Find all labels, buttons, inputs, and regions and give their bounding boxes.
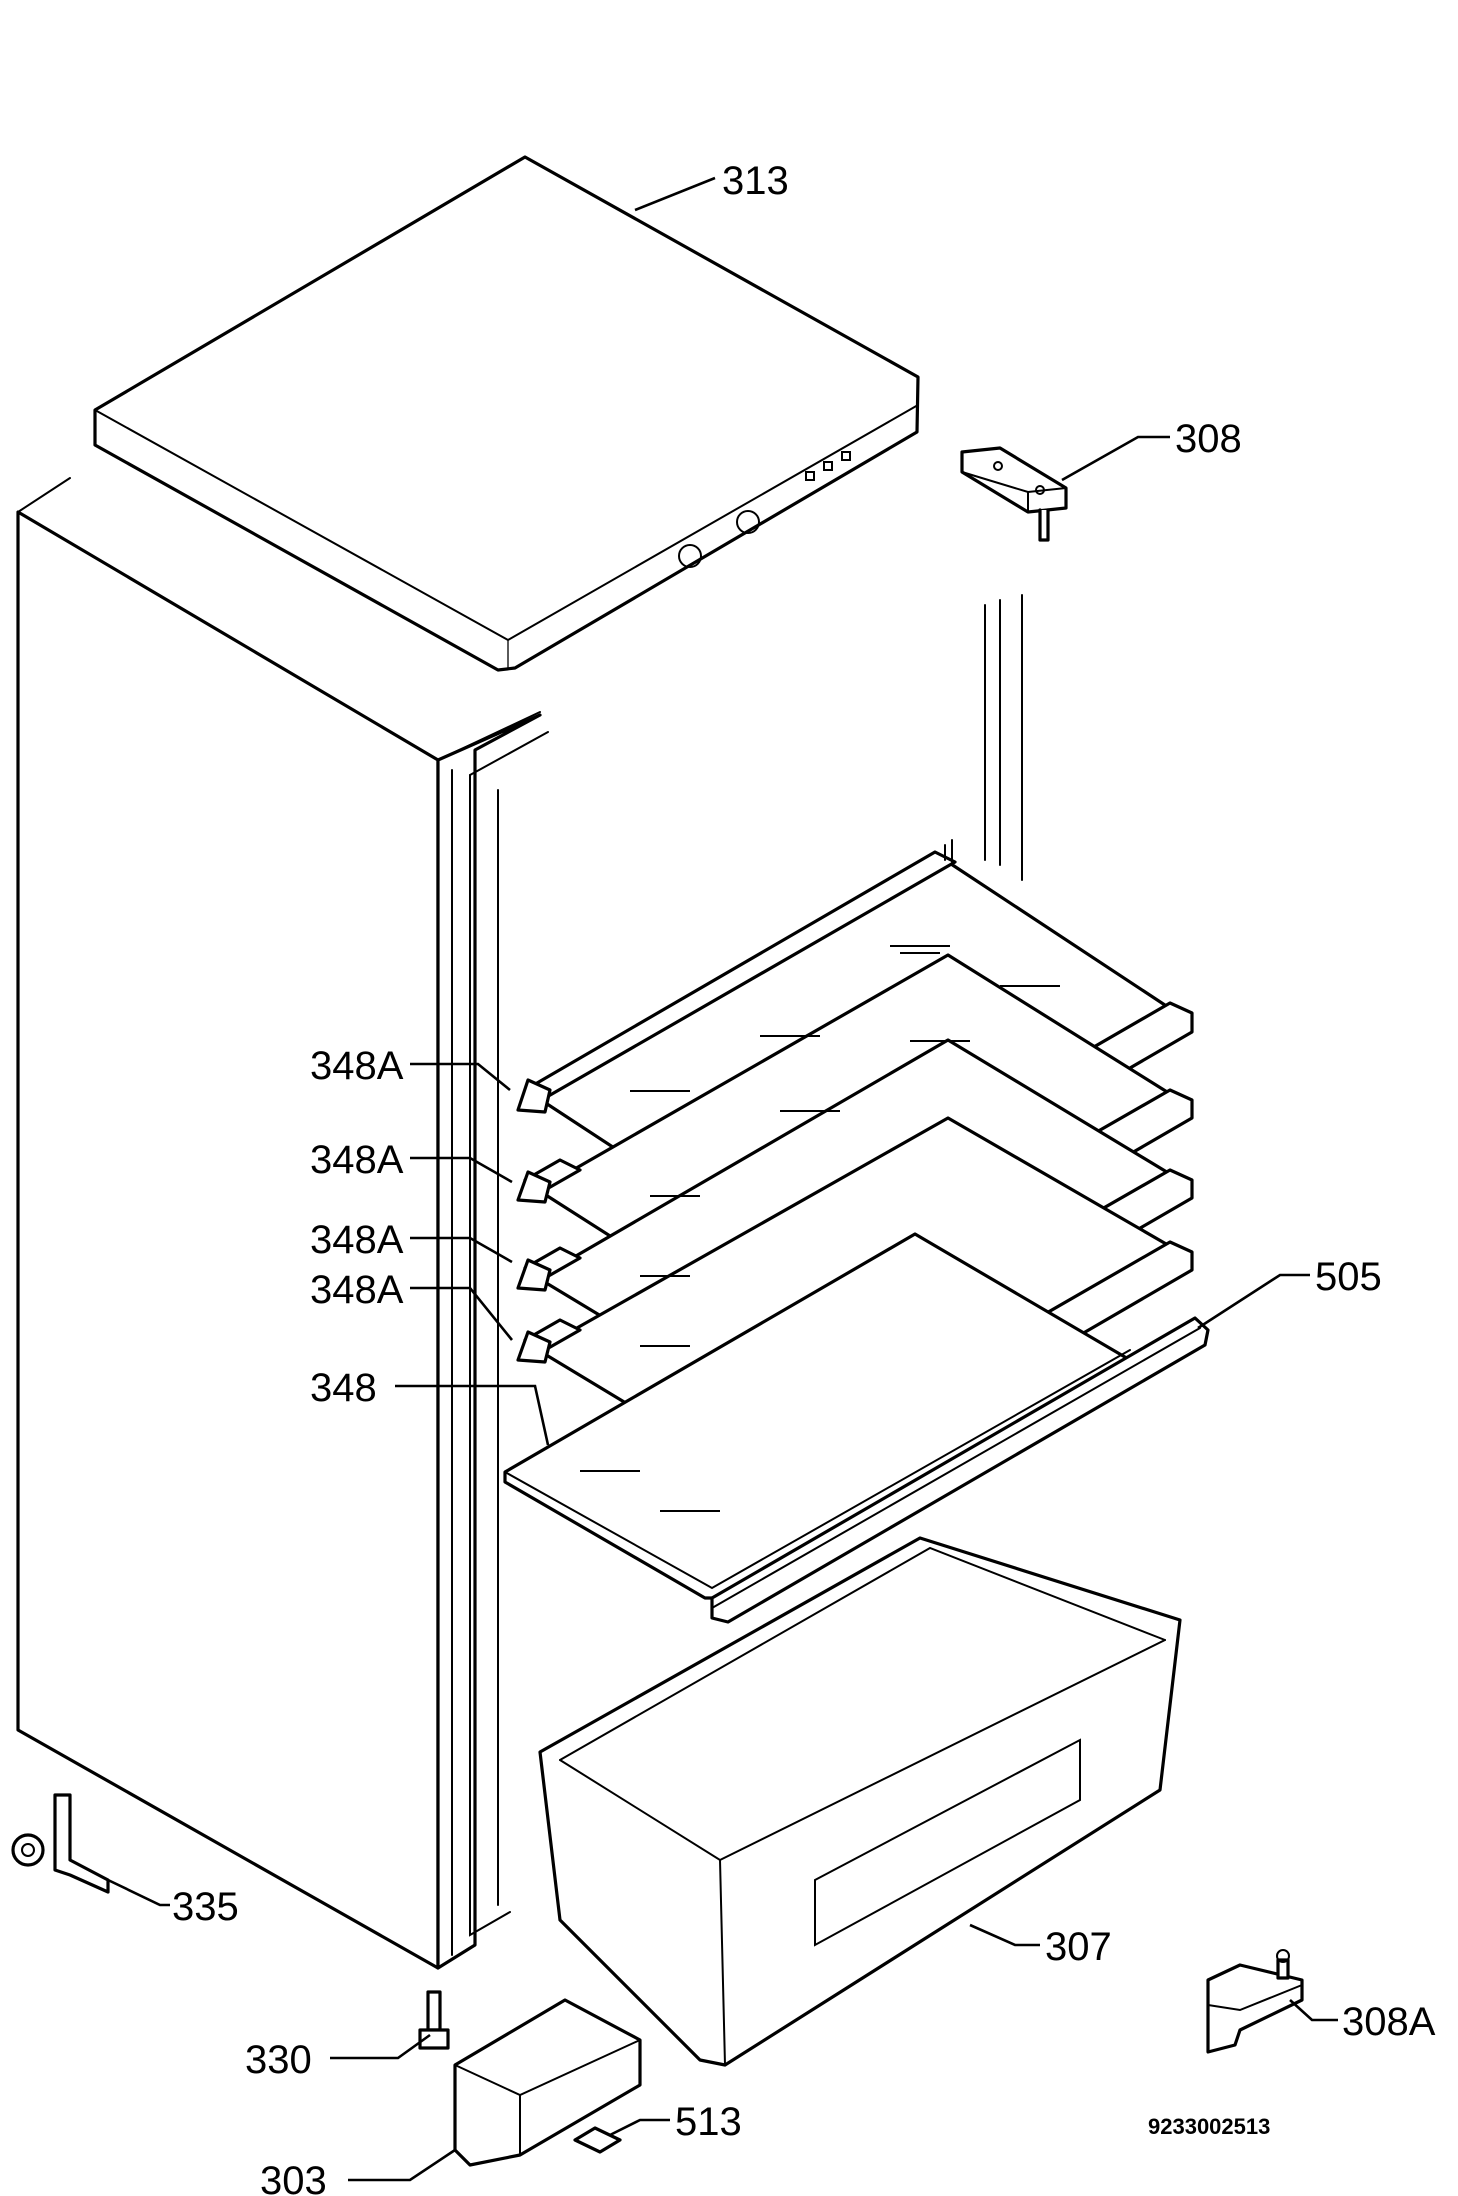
callout-348a-1: 348A (310, 1044, 404, 1088)
top-hinge (960, 446, 1068, 542)
callout-313: 313 (722, 159, 789, 203)
bottom-left-hinge (11, 1793, 110, 1894)
callout-348a-4: 348A (310, 1268, 404, 1312)
callout-513: 513 (675, 2100, 742, 2144)
bottom-right-hinge (1206, 1949, 1304, 2054)
callout-348a-2: 348A (310, 1138, 404, 1182)
crisper-drawer (538, 1536, 1182, 2067)
callout-505: 505 (1315, 1255, 1382, 1299)
cabinet-body (16, 477, 549, 1970)
plinth-cover (453, 1998, 642, 2167)
callout-308: 308 (1175, 417, 1242, 461)
callout-308a: 308A (1342, 2000, 1436, 2044)
door-seal-lines (984, 594, 1023, 881)
callout-335: 335 (172, 1885, 239, 1929)
leader-lines (107, 176, 1338, 2182)
document-number: 9233002513 (1148, 2114, 1270, 2139)
callout-307: 307 (1045, 1925, 1112, 1969)
callout-303: 303 (260, 2159, 327, 2196)
front-trim-bar (710, 1316, 1210, 1624)
screw (418, 1990, 450, 2050)
callout-348a-3: 348A (310, 1218, 404, 1262)
callout-348: 348 (310, 1366, 377, 1410)
top-cover (93, 155, 920, 672)
callout-330: 330 (245, 2038, 312, 2082)
clip (573, 2126, 622, 2154)
glass-texture-marks (580, 945, 1060, 1512)
